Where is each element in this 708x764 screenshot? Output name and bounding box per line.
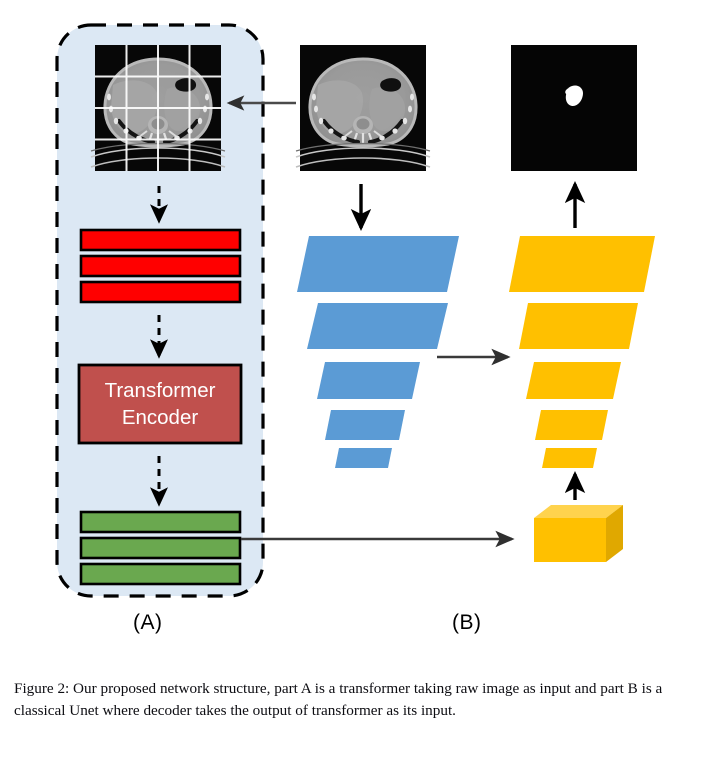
- encoder-block: [335, 448, 392, 468]
- ct-slice-input: [294, 43, 432, 173]
- decoder-block: [535, 410, 608, 440]
- encoder-block: [325, 410, 405, 440]
- panel-a-group: Transformer Encoder: [55, 23, 265, 598]
- transformer-encoder-label-line1: Transformer: [105, 379, 216, 402]
- encoder-block: [297, 236, 459, 292]
- box-top-face: [534, 505, 623, 518]
- panel-b-group: [226, 43, 655, 562]
- segmentation-mask-output: [511, 45, 637, 171]
- transformer-output-bar: [79, 562, 242, 586]
- decoder-block: [526, 362, 621, 399]
- transformer-encoder-block: Transformer Encoder: [77, 363, 243, 445]
- unet-decoder-stack: [509, 236, 655, 468]
- ct-slice-with-patch-grid: [89, 43, 227, 173]
- encoder-block: [307, 303, 448, 349]
- transformer-output-bars: [79, 510, 242, 586]
- patch-embedding-bar: [79, 254, 242, 278]
- encoder-block: [317, 362, 420, 399]
- decoder-block: [542, 448, 597, 468]
- box-side-face: [606, 505, 623, 562]
- decoder-block: [509, 236, 655, 292]
- bottleneck-3d-box: [534, 505, 623, 562]
- unet-encoder-stack: [297, 236, 459, 468]
- decoder-block: [519, 303, 638, 349]
- panel-b-label: (B): [452, 611, 482, 634]
- transformer-encoder-label-line2: Encoder: [122, 406, 199, 429]
- panel-a-label: (A): [133, 611, 163, 634]
- box-front-face: [534, 518, 606, 562]
- patch-embedding-bar: [79, 280, 242, 304]
- transformer-output-bar: [79, 536, 242, 560]
- patch-embedding-bars: [79, 228, 242, 304]
- transformer-output-bar: [79, 510, 242, 534]
- network-architecture-diagram: Transformer Encoder: [55, 23, 655, 598]
- figure-caption: Figure 2: Our proposed network structure…: [14, 680, 667, 719]
- patch-embedding-bar: [79, 228, 242, 252]
